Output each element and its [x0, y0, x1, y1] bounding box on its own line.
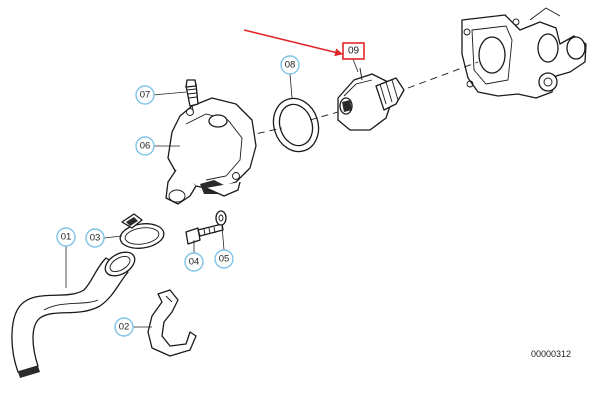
callout-05-label: 05 — [219, 254, 230, 265]
leader-lines — [65, 58, 359, 328]
callout-01-label: 01 — [61, 232, 72, 243]
thermostat-housing — [461, 7, 587, 99]
bleed-screw — [185, 79, 199, 115]
callout-07-label: 07 — [140, 90, 151, 101]
washer — [215, 210, 227, 226]
callout-08-label: 08 — [285, 60, 296, 71]
callout-03[interactable]: 03 — [85, 228, 105, 248]
callout-06-label: 06 — [140, 141, 151, 152]
callout-02-label: 02 — [119, 322, 130, 333]
bolt — [185, 223, 224, 245]
coolant-hose — [11, 251, 136, 378]
callout-02[interactable]: 02 — [114, 317, 134, 337]
hose-clamp — [119, 213, 165, 249]
thermostat — [337, 67, 405, 131]
callout-04[interactable]: 04 — [184, 252, 204, 272]
callout-09-highlighted[interactable]: 09 — [342, 42, 365, 60]
retaining-clip — [147, 289, 197, 357]
callout-08[interactable]: 08 — [280, 55, 300, 75]
callout-03-label: 03 — [90, 233, 101, 244]
callout-09-label: 09 — [348, 46, 360, 57]
callout-06[interactable]: 06 — [135, 136, 155, 156]
callout-04-label: 04 — [189, 257, 200, 268]
thermostat-cover — [165, 97, 257, 205]
callout-05[interactable]: 05 — [214, 249, 234, 269]
callout-07[interactable]: 07 — [135, 85, 155, 105]
gasket-ring — [272, 97, 320, 153]
callout-01[interactable]: 01 — [56, 227, 76, 247]
diagram-code: 00000312 — [531, 349, 571, 359]
highlight-arrow — [243, 29, 343, 57]
